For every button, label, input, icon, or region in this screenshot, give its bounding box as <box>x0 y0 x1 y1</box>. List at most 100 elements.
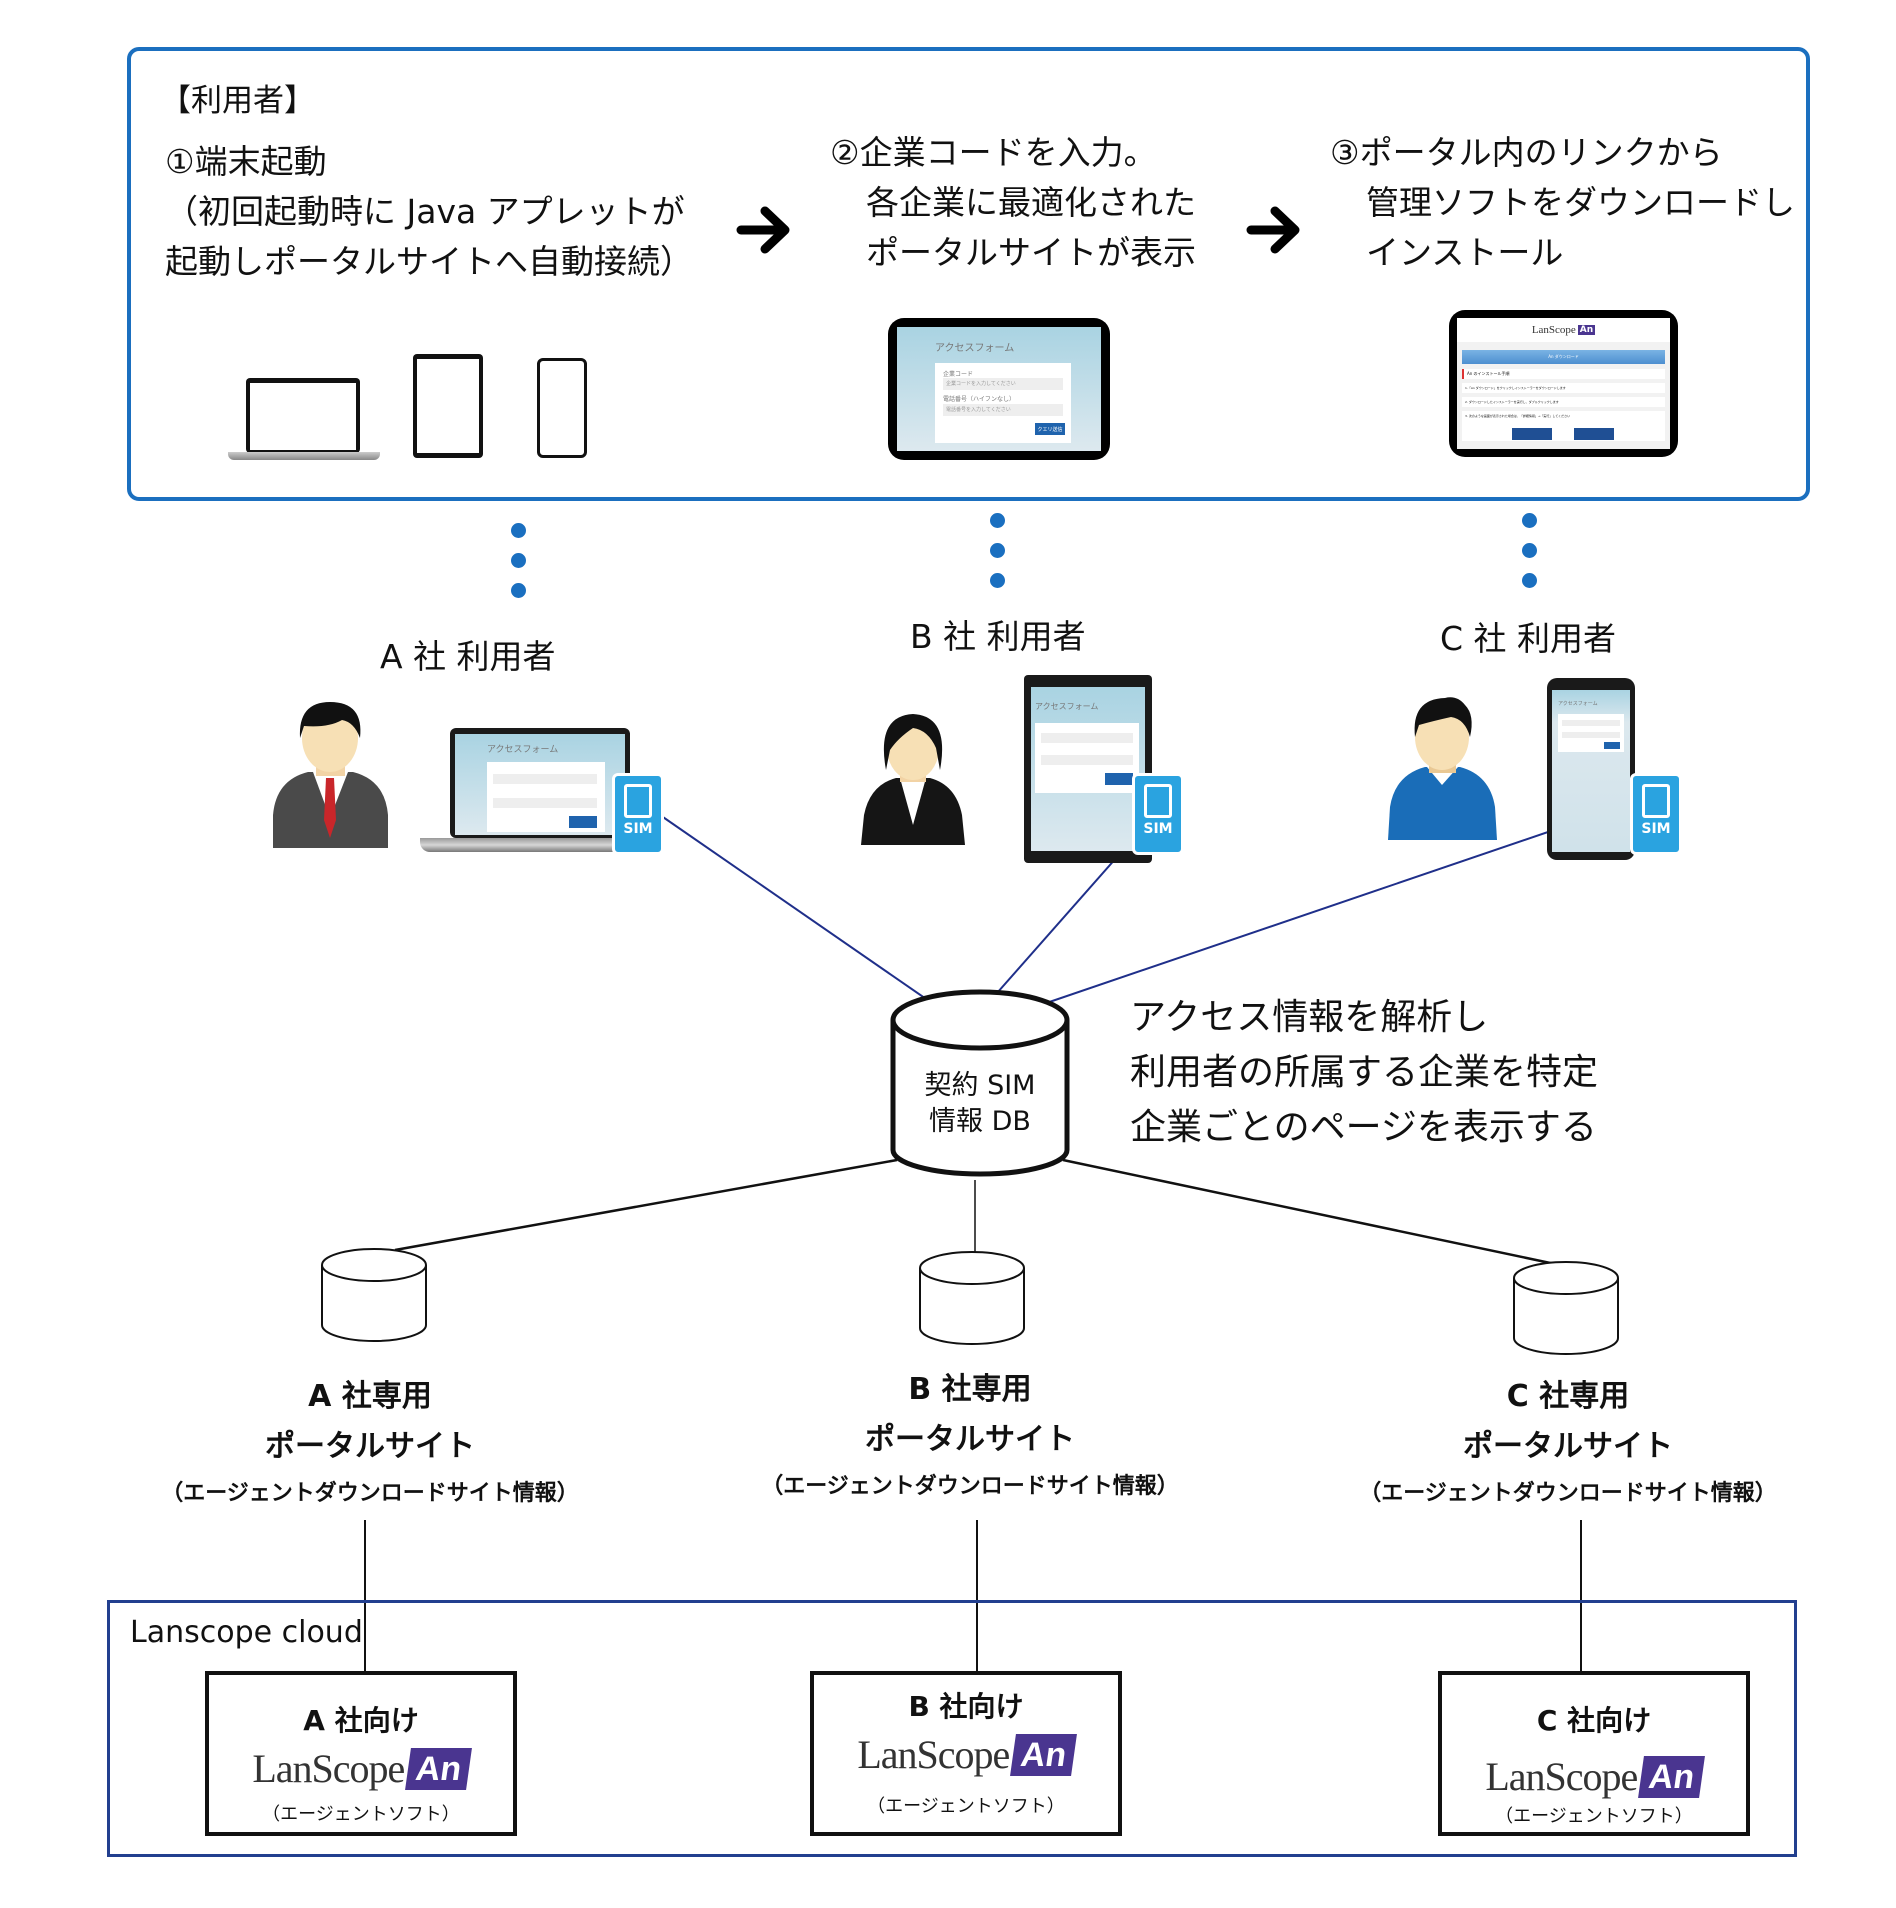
user-label-c: C 社 利用者 <box>1440 619 1617 658</box>
access-form-title: アクセスフォーム <box>935 343 1015 354</box>
portal-a-line-3: （エージェントダウンロードサイト情報） <box>161 1481 579 1506</box>
businessman-avatar-icon <box>273 702 388 848</box>
submit-button[interactable] <box>1105 773 1133 785</box>
logo-text: LanScope <box>857 1732 1010 1777</box>
db-caption-line-1: アクセス情報を解析し <box>1130 997 1489 1038</box>
step-1-line-2: （初回起動時に Java アプレットが <box>165 192 685 231</box>
user-b-tablet: アクセスフォーム <box>1024 675 1152 863</box>
step-2-line-1: ②企業コードを入力。 <box>830 133 1157 172</box>
connector-dot <box>1522 543 1537 558</box>
casual-man-avatar-icon <box>1388 697 1497 840</box>
logo-text: LanScope <box>1485 1754 1638 1799</box>
laptop-icon <box>246 378 360 453</box>
portal-label-c: C 社専用 ポータルサイト （エージェントダウンロードサイト情報） <box>1308 1372 1828 1516</box>
connector-dot <box>511 553 526 568</box>
company-code-input[interactable] <box>1562 720 1620 726</box>
agent-b-subtitle: （エージェントソフト） <box>867 1796 1065 1817</box>
db-caption: アクセス情報を解析し 利用者の所属する企業を特定 企業ごとのページを表示する <box>1130 990 1598 1155</box>
portal-step-2: 2. ダウンロードしたインストーラーを実行し、ダブルクリックします <box>1462 397 1665 407</box>
agent-b-title: B 社向け <box>908 1690 1024 1723</box>
phone-input[interactable] <box>493 798 597 808</box>
smartphone-icon <box>537 358 587 458</box>
arrow-right-icon <box>1246 206 1300 254</box>
portal-db-b <box>919 1251 1025 1345</box>
sim-label: SIM <box>1641 821 1671 837</box>
portal-db-c <box>1513 1261 1619 1355</box>
sim-label: SIM <box>623 821 653 837</box>
sim-line-a <box>659 814 945 1012</box>
portal-c-line-3: （エージェントダウンロードサイト情報） <box>1359 1481 1777 1506</box>
portal-db-a <box>321 1248 427 1342</box>
submit-button[interactable] <box>569 816 597 828</box>
portal-a-line-2: ポータルサイト <box>265 1429 475 1464</box>
step-1-line-3: 起動しポータルサイトへ自動接続） <box>165 242 693 281</box>
company-code-input[interactable] <box>1041 733 1133 743</box>
agent-a-title: A 社向け <box>303 1704 419 1737</box>
sim-line-c <box>1020 802 1634 1012</box>
portal-b-line-1: B 社専用 <box>908 1372 1032 1407</box>
phone-input[interactable]: 電話番号を入力してください <box>943 404 1063 416</box>
portal-c-line-2: ポータルサイト <box>1463 1429 1673 1464</box>
step-1-text: ①端末起動 （初回起動時に Java アプレットが 起動しポータルサイトへ自動接… <box>165 137 693 287</box>
logo-badge: An <box>1010 1733 1078 1776</box>
businesswoman-avatar-icon <box>861 714 965 845</box>
step-1-line-1: ①端末起動 <box>165 142 327 181</box>
connector-dot <box>990 573 1005 588</box>
sim-card-icon: SIM <box>1630 773 1682 855</box>
logo-badge: An <box>405 1747 473 1790</box>
portal-label-b: B 社専用 ポータルサイト （エージェントダウンロードサイト情報） <box>710 1365 1230 1509</box>
phone-input[interactable] <box>1562 732 1620 738</box>
agent-box-a: A 社向け LanScope An （エージェントソフト） <box>205 1671 517 1836</box>
user-steps-panel <box>127 47 1810 501</box>
laptop-base <box>228 452 380 460</box>
arrow-right-icon <box>736 206 790 254</box>
lanscope-cloud-container <box>107 1600 1797 1857</box>
portal-label-a: A 社専用 ポータルサイト （エージェントダウンロードサイト情報） <box>110 1372 630 1516</box>
portal-download-button[interactable]: An ダウンロード <box>1462 350 1665 364</box>
db-caption-line-2: 利用者の所属する企業を特定 <box>1130 1052 1599 1093</box>
portal-image-2 <box>1574 428 1614 440</box>
access-form-title: アクセスフォーム <box>1558 701 1598 707</box>
phone-input[interactable] <box>1041 755 1133 765</box>
db-caption-line-3: 企業ごとのページを表示する <box>1130 1107 1597 1148</box>
step-3-line-3: インストール <box>1366 233 1564 272</box>
access-form-title: アクセスフォーム <box>1035 702 1099 711</box>
db-link-a <box>394 1158 898 1252</box>
connector-dot <box>1522 513 1537 528</box>
step-2-text: ②企業コードを入力。 各企業に最適化された ポータルサイトが表示 <box>830 128 1196 278</box>
panel-heading: 【利用者】 <box>160 83 315 119</box>
portal-logo-badge: An <box>1577 325 1596 335</box>
agent-box-c: C 社向け LanScope An （エージェントソフト） <box>1438 1671 1750 1836</box>
step-2-line-3: ポータルサイトが表示 <box>866 233 1196 272</box>
step-3-line-1: ③ポータル内のリンクから <box>1330 133 1723 172</box>
central-db-label: 契約 SIM 情報 DB <box>890 1068 1070 1140</box>
portal-section-title: An のインストール手順 <box>1462 369 1665 379</box>
portal-c-line-1: C 社専用 <box>1506 1379 1630 1414</box>
connector-dot <box>511 523 526 538</box>
portal-b-line-2: ポータルサイト <box>865 1422 1075 1457</box>
agent-c-subtitle: （エージェントソフト） <box>1495 1806 1693 1827</box>
access-form-title: アクセスフォーム <box>487 745 559 755</box>
step-3-text: ③ポータル内のリンクから 管理ソフトをダウンロードし インストール <box>1330 128 1795 278</box>
step-2-line-2: 各企業に最適化された <box>866 183 1196 222</box>
db-link-c <box>1062 1158 1556 1266</box>
submit-button[interactable]: クエリ送信 <box>1035 423 1065 435</box>
lanscope-an-logo: LanScope An <box>814 1731 1118 1778</box>
company-code-input[interactable]: 企業コードを入力してください <box>943 378 1063 390</box>
logo-badge: An <box>1638 1755 1706 1798</box>
logo-text: LanScope <box>252 1746 405 1791</box>
phone-label: 電話番号（ハイフンなし） <box>943 396 1016 403</box>
lanscope-an-logo: LanScope An <box>1442 1753 1746 1800</box>
user-label-a: A 社 利用者 <box>380 637 556 676</box>
submit-button[interactable] <box>1604 742 1620 749</box>
agent-c-title: C 社向け <box>1536 1704 1652 1737</box>
portal-step-3: 3. 次のような画面が表示された場合は、「詳細情報」→「実行」してください <box>1462 411 1665 441</box>
sim-line-b <box>982 839 1133 1010</box>
portal-a-line-1: A 社専用 <box>308 1379 432 1414</box>
portal-screen-tablet: LanScope An An ダウンロード An のインストール手順 1.「An… <box>1449 310 1678 457</box>
step-3-line-2: 管理ソフトをダウンロードし <box>1366 183 1795 222</box>
company-code-input[interactable] <box>493 774 597 784</box>
sim-card-icon: SIM <box>612 773 664 855</box>
central-db-line-1: 契約 SIM <box>924 1070 1036 1101</box>
